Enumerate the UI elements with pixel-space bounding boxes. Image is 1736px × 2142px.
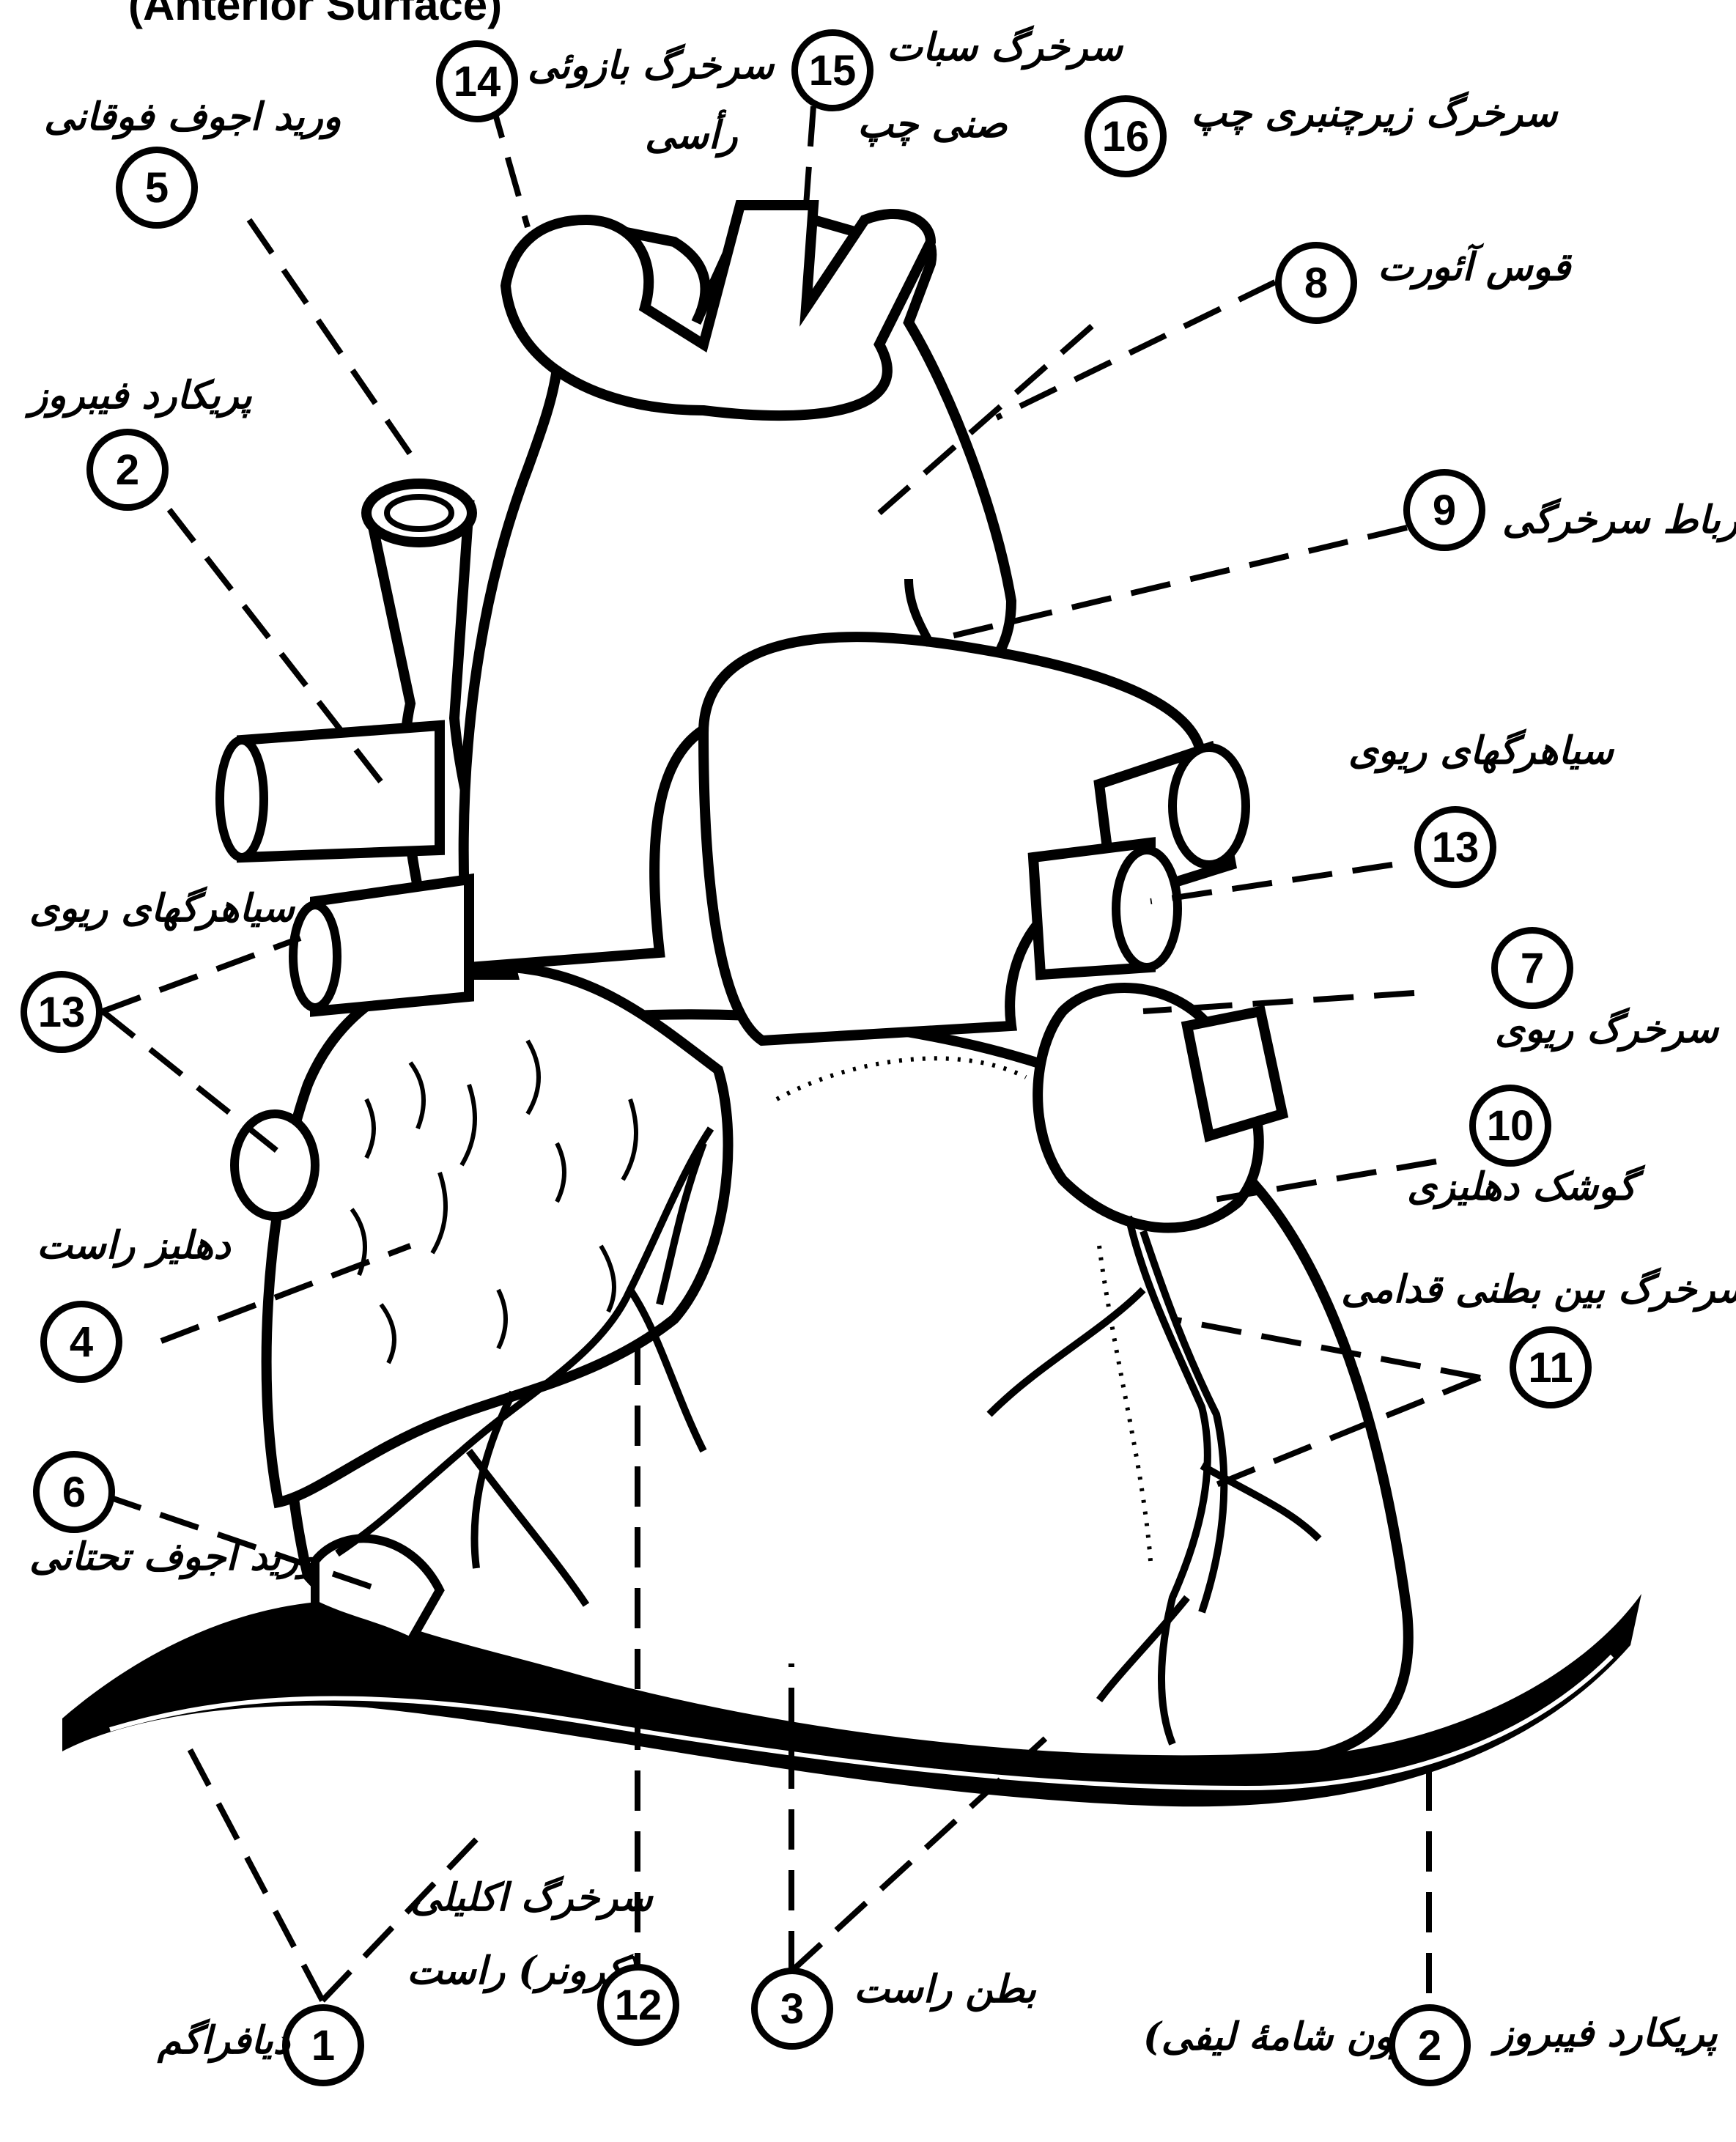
- label-right-atrium: دهلیز راست: [37, 1224, 230, 1268]
- badge-10: 10: [1469, 1085, 1551, 1167]
- label-auricle: گوشک دهلیزی: [1407, 1165, 1636, 1209]
- label-fibrous-pericardium-bottom-2: پریکارد فیبروز: [1495, 2012, 1718, 2056]
- label-fibrous-pericardium-top: پریکارد فیبروز: [29, 374, 252, 418]
- badge-1: 1: [282, 2004, 364, 2086]
- label-brachiocephalic: سرخرگ بازوئی: [528, 44, 774, 88]
- badge-11: 11: [1510, 1326, 1592, 1408]
- badge-15: 15: [791, 29, 873, 111]
- label-aortic-arch: قوس آئورت: [1378, 245, 1570, 289]
- label-pulmonary-veins-left: سیاهرگهای ریوی: [29, 887, 295, 931]
- label-anterior-interventricular: سرخرگ بین بطنی قدامی: [1341, 1268, 1736, 1312]
- badge-13-left: 13: [21, 971, 103, 1053]
- badge-2-top: 2: [86, 429, 169, 511]
- badge-14: 14: [436, 40, 518, 122]
- badge-9: 9: [1403, 469, 1485, 551]
- left-pulmonary-vein-upper: [242, 725, 440, 857]
- brachiocephalic-trunk: [506, 205, 931, 416]
- label-superior-vena-cava: ورید اجوف فوقانی: [44, 95, 341, 139]
- label-ligamentum-arteriosum: رباط سرخرگی: [1502, 498, 1736, 542]
- badge-16: 16: [1085, 95, 1167, 177]
- badge-5: 5: [116, 147, 198, 229]
- label-right-ventricle: بطن راست: [854, 1968, 1036, 2012]
- badge-2-bottom: 2: [1389, 2004, 1471, 2086]
- right-pulmonary-vein-far: [1187, 1011, 1282, 1136]
- badge-3: 3: [751, 1968, 833, 2050]
- label-pulmonary-trunk: سرخرگ ریوی: [1495, 1008, 1718, 1052]
- label-diaphragm: دیافراگم: [158, 2019, 290, 2063]
- label-right-coronary: سرخرگ اکلیلی: [410, 1876, 652, 1920]
- badge-6: 6: [33, 1451, 115, 1533]
- label-inferior-vena-cava: ورید اجوف تحتانی: [29, 1535, 317, 1579]
- label-left-common-carotid: سرخرگ سبات: [887, 26, 1123, 70]
- label-left-common-carotid-2: صنی چپ: [857, 103, 1008, 147]
- badge-12: 12: [597, 1964, 679, 2046]
- label-pulmonary-veins-right: سیاهرگهای ریوی: [1348, 729, 1614, 773]
- badge-4: 4: [40, 1301, 122, 1383]
- badge-8: 8: [1275, 242, 1357, 324]
- badge-7: 7: [1491, 927, 1573, 1009]
- label-left-subclavian: سرخرگ زیرچنبری چپ: [1191, 92, 1557, 136]
- label-brachiocephalic-2: رأسی: [645, 114, 737, 158]
- badge-13-right: 13: [1414, 806, 1496, 888]
